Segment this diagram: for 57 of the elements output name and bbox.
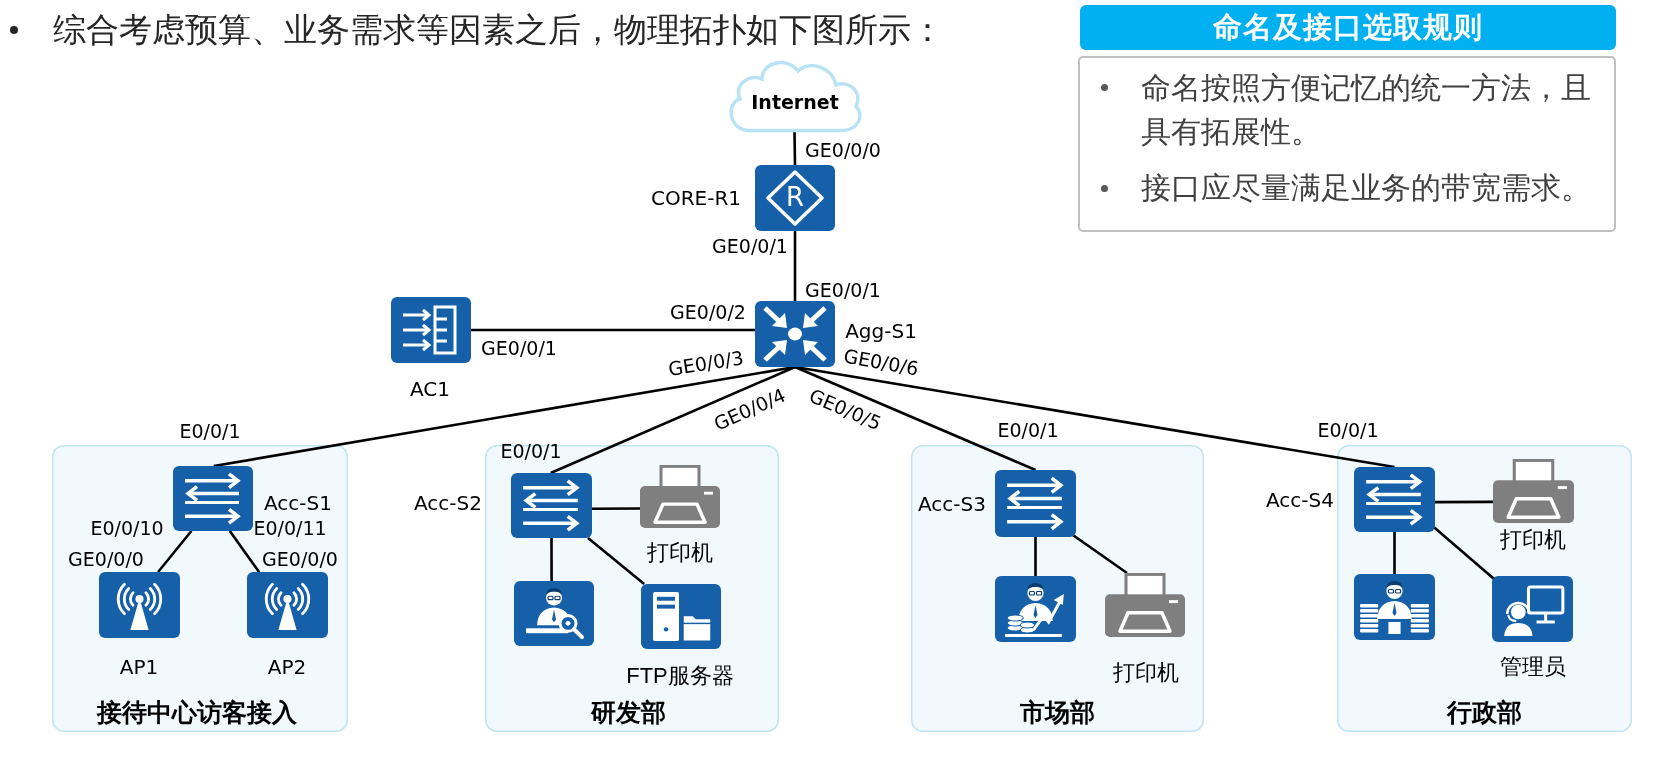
device-label: AC1 [410, 378, 450, 400]
header-title: 命名及接口选取规则 [1213, 11, 1483, 43]
connection-line [228, 530, 261, 573]
rule-text: 接口应尽量满足业务的带宽需求。 [1141, 170, 1592, 206]
connection-line [592, 507, 640, 511]
connection-line [550, 365, 796, 475]
connection-line [1435, 500, 1493, 504]
port-label: GE0/0/2 [670, 303, 746, 323]
port-label: GE0/0/1 [712, 237, 788, 257]
connection-line [1393, 532, 1396, 574]
port-label: GE0/0/1 [805, 281, 881, 301]
connection-line [1034, 537, 1037, 576]
department-title: 行政部 [1446, 698, 1522, 726]
port-label: GE0/0/0 [68, 550, 144, 570]
intro-text: 综合考虑预算、业务需求等因素之后，物理拓扑如下图所示： [53, 12, 944, 48]
device-label: 打印机 [647, 541, 713, 565]
port-label: E0/0/1 [997, 421, 1059, 441]
port-label: GE0/0/3 [667, 348, 745, 380]
connection-line [471, 328, 755, 332]
connection-line [793, 231, 797, 301]
port-label: E0/0/10 [90, 519, 164, 539]
device-label: Agg-S1 [845, 320, 917, 342]
rules-panel [1078, 56, 1616, 232]
connection-line [793, 132, 797, 165]
connection-line [550, 538, 553, 581]
router-letter: R [785, 184, 805, 212]
connection-line [794, 365, 1036, 472]
section-header [1080, 5, 1616, 50]
connection-line [1072, 533, 1128, 575]
device-label: 管理员 [1500, 655, 1566, 679]
department-title: 研发部 [590, 698, 666, 726]
connection-line [587, 537, 646, 585]
device-label: FTP服务器 [626, 664, 734, 688]
port-label: E0/0/1 [1317, 421, 1379, 441]
port-label: E0/0/1 [500, 442, 562, 462]
device-label: AP1 [119, 656, 159, 678]
device-label: 打印机 [1113, 661, 1179, 685]
port-label: GE0/0/6 [841, 346, 921, 380]
connection-line [794, 365, 1395, 469]
port-label: GE0/0/0 [805, 141, 881, 161]
port-label: E0/0/1 [179, 422, 241, 442]
cloud-label: Internet [751, 93, 839, 113]
device-label: Acc-S1 [264, 492, 332, 514]
device-label: Acc-S2 [414, 492, 482, 514]
device-label: Acc-S4 [1266, 489, 1334, 511]
connection-line [157, 530, 193, 573]
department-title: 接待中心访客接入 [97, 698, 297, 726]
port-label: GE0/0/1 [481, 339, 557, 359]
device-label: Acc-S3 [918, 493, 986, 515]
device-label: AP2 [267, 656, 307, 678]
device-label: CORE-R1 [650, 187, 742, 209]
device-label: 打印机 [1500, 528, 1566, 552]
port-label: E0/0/11 [253, 519, 327, 539]
rule-text: 命名按照方便记忆的统一方法，且具有拓展性。 [1141, 70, 1592, 150]
department-title: 市场部 [1019, 698, 1095, 726]
port-label: GE0/0/0 [262, 550, 338, 570]
connection-line [1432, 525, 1496, 581]
